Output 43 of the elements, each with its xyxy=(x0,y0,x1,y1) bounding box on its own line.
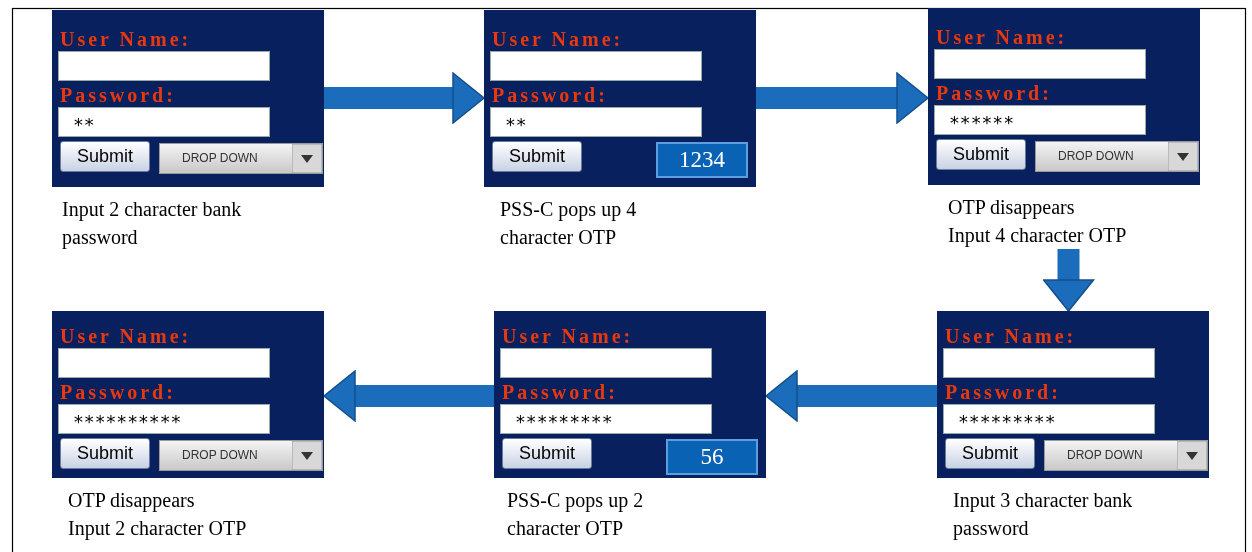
password-field: ****** xyxy=(934,105,1146,135)
block-arrow xyxy=(756,72,929,124)
block-arrow xyxy=(765,370,937,422)
dropdown-select: DROP DOWN xyxy=(1035,141,1199,172)
otp-popup: 1234 xyxy=(656,142,748,178)
field-label: Password: xyxy=(502,381,618,403)
block-arrow xyxy=(323,370,494,422)
field-label: Password: xyxy=(60,381,176,403)
dropdown-select: DROP DOWN xyxy=(159,143,323,174)
step-caption: Input 2 character bank password xyxy=(62,197,243,251)
field-label: Password: xyxy=(492,84,608,106)
dropdown-select: DROP DOWN xyxy=(159,440,323,471)
block-arrow xyxy=(1042,249,1095,312)
step-caption: OTP disappears xyxy=(68,488,196,514)
password-field: ** xyxy=(490,107,702,137)
field-label: User Name: xyxy=(502,325,634,347)
field-label: User Name: xyxy=(60,325,192,347)
field-label: Password: xyxy=(936,82,1052,104)
step-caption: Input 2 character OTP xyxy=(68,516,248,542)
step-caption: OTP disappears xyxy=(948,195,1076,221)
password-field: ********* xyxy=(943,404,1155,434)
field-label: User Name: xyxy=(936,26,1068,48)
submit-button: Submit xyxy=(60,438,150,469)
field-label: User Name: xyxy=(60,28,192,50)
step-caption: Input 3 character bank password xyxy=(953,488,1134,542)
step-caption: PSS-C pops up 2 character OTP xyxy=(507,488,645,541)
password-field: ********* xyxy=(500,404,712,434)
password-field: ** xyxy=(58,107,270,137)
field-label: User Name: xyxy=(492,28,624,50)
step-caption: Input 4 character OTP xyxy=(948,223,1128,249)
otp-popup: 56 xyxy=(666,439,758,475)
submit-button: Submit xyxy=(60,141,150,172)
field-label: Password: xyxy=(60,84,176,106)
field-label: Password: xyxy=(945,381,1061,403)
dropdown-select: DROP DOWN xyxy=(1044,440,1208,471)
submit-button: Submit xyxy=(945,438,1035,469)
block-arrow xyxy=(324,72,485,124)
submit-button: Submit xyxy=(936,139,1026,170)
submit-button: Submit xyxy=(502,438,592,469)
step-caption: PSS-C pops up 4 character OTP xyxy=(500,197,638,250)
password-field: ********** xyxy=(58,404,270,434)
field-label: User Name: xyxy=(945,325,1077,347)
submit-button: Submit xyxy=(492,141,582,172)
